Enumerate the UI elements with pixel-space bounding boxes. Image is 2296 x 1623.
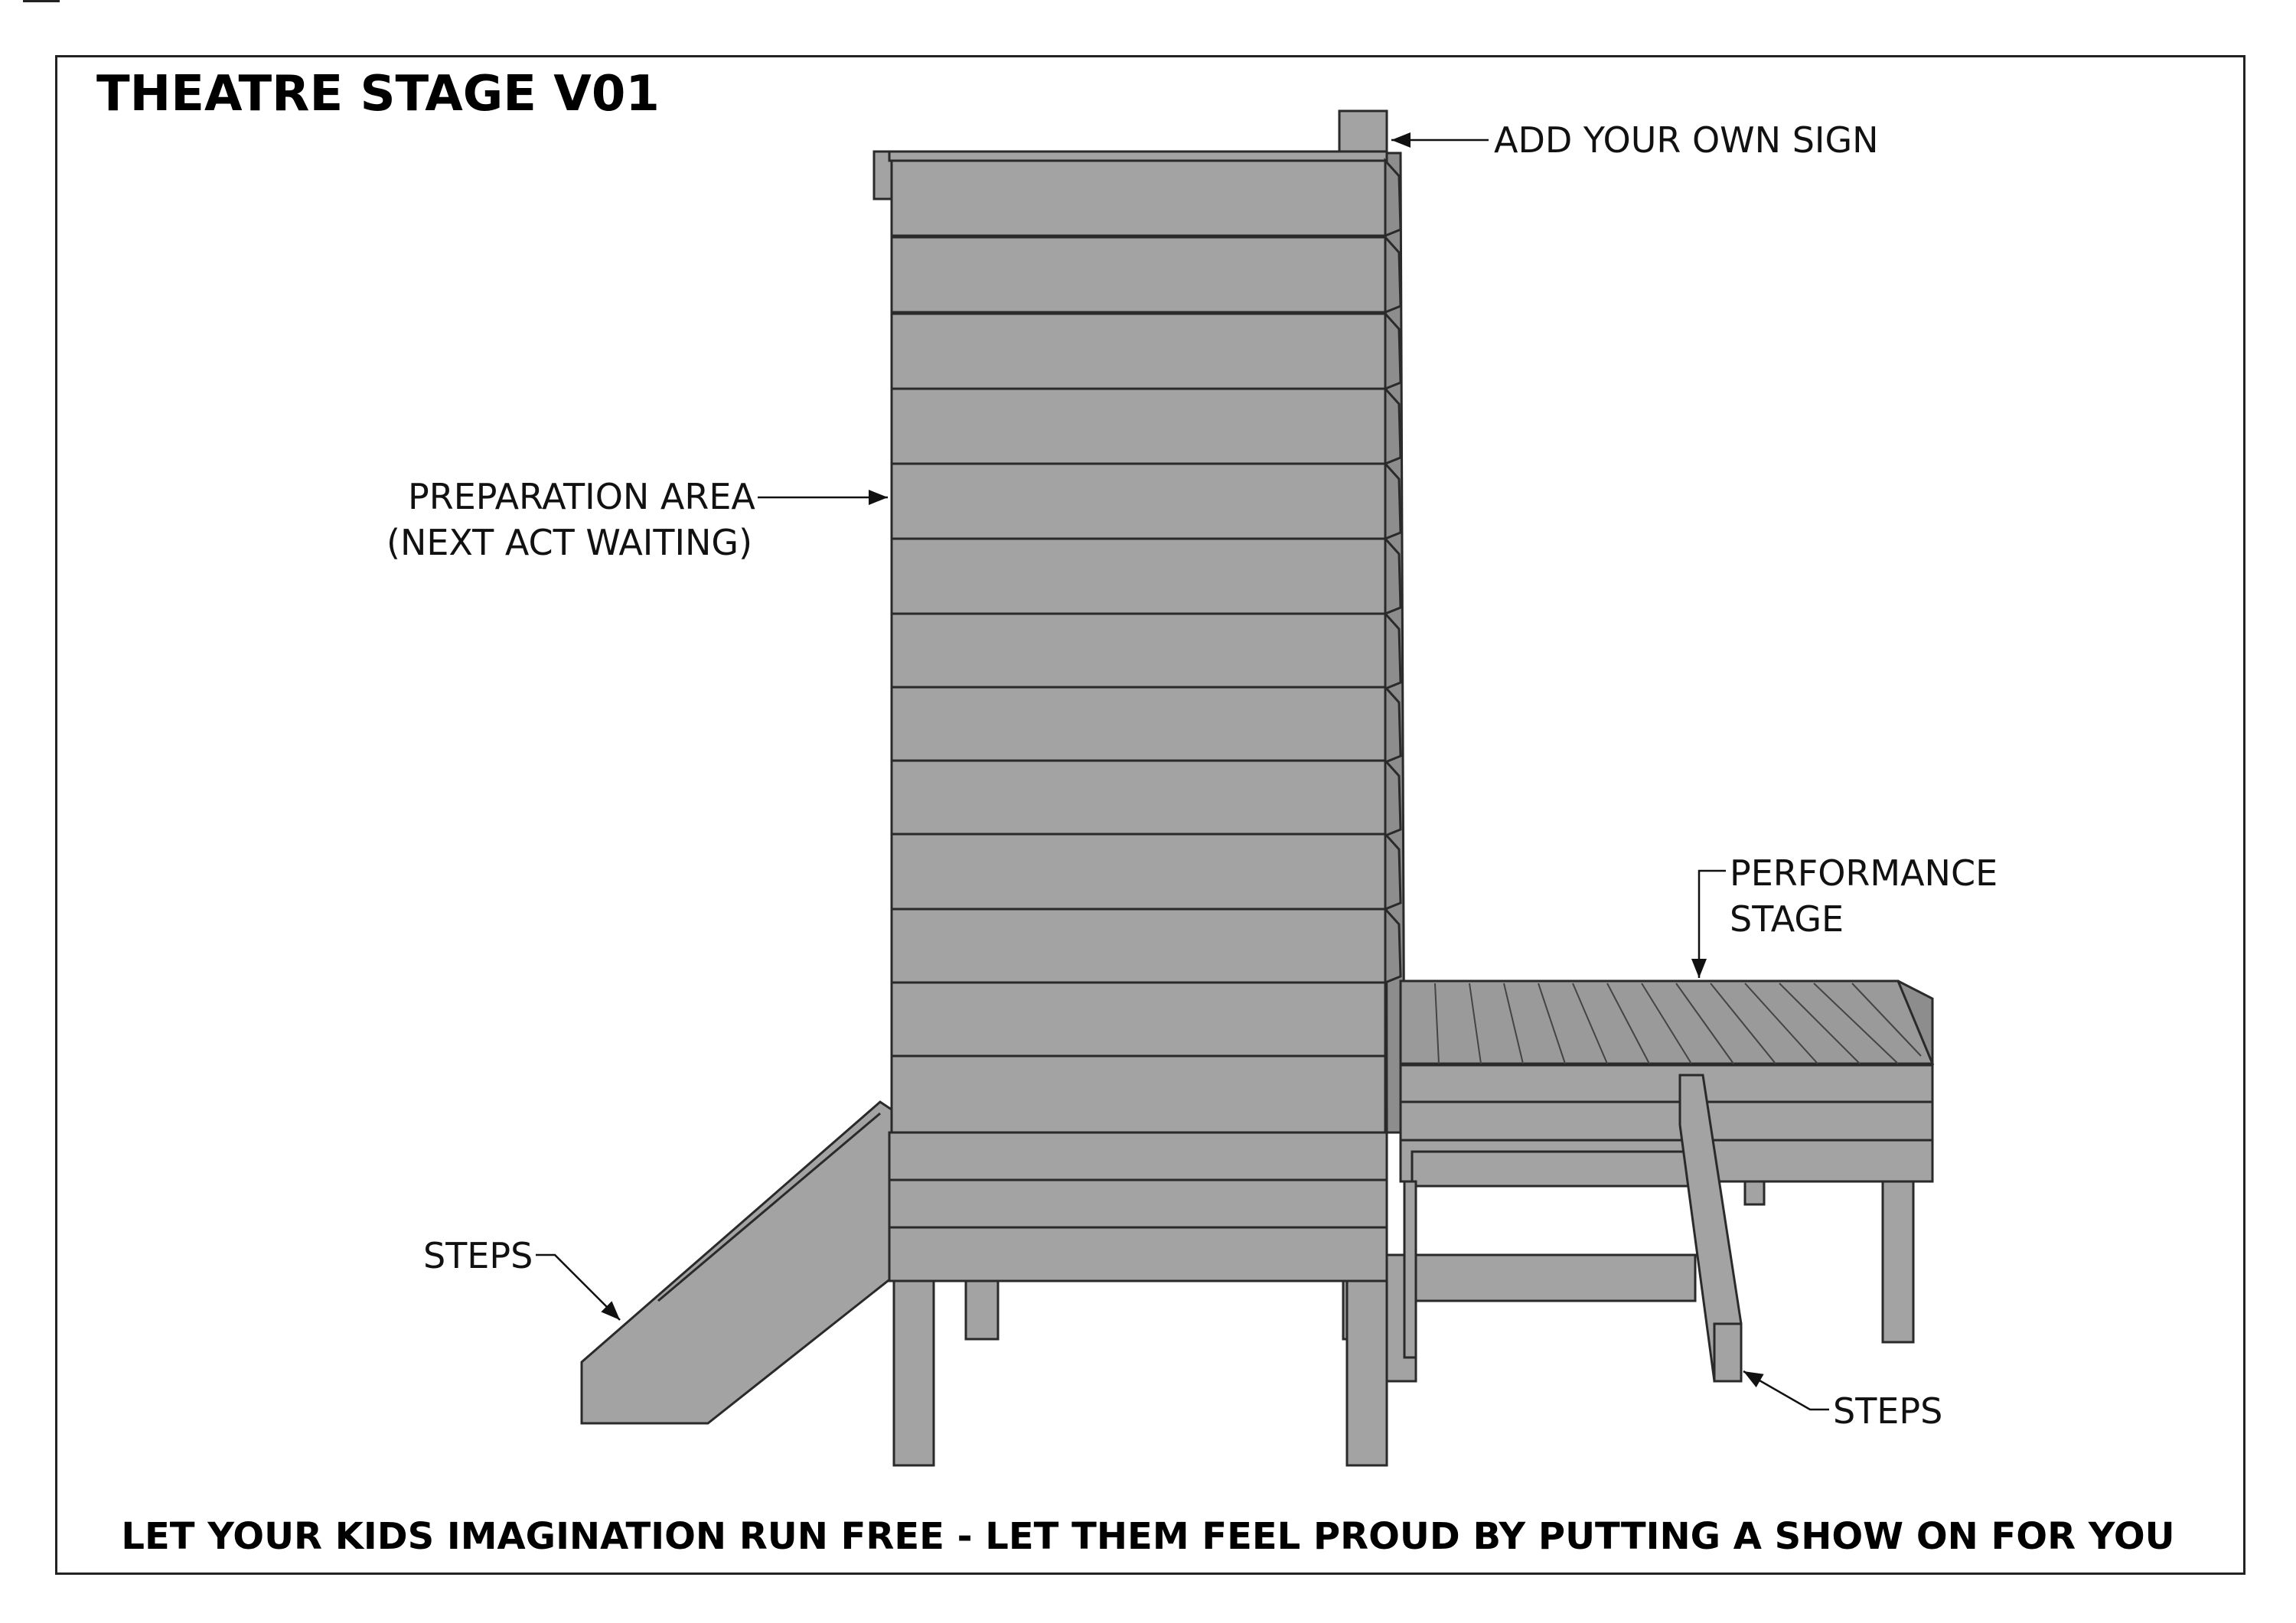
steps-left-label: STEPS	[423, 1235, 533, 1276]
stage-leg-mid	[1743, 1180, 1766, 1206]
prep-area-label-line1: PREPARATION AREA	[408, 476, 755, 517]
steps-right-leader	[1743, 1370, 1829, 1411]
footer-tagline: LET YOUR KIDS IMAGINATION RUN FREE - LET…	[121, 1515, 2175, 1558]
perf-leader	[1691, 869, 1726, 978]
stage-leg-back	[1881, 1180, 1915, 1344]
stage-rung-upper	[1411, 1150, 1697, 1188]
drawing-frame	[55, 55, 2245, 1575]
stage-fascia-top	[1399, 1064, 1934, 1103]
sign-label: ADD YOUR OWN SIGN	[1494, 119, 1879, 161]
prep-area-label-line2: (NEXT ACT WAITING)	[386, 522, 753, 563]
steps-right-label: STEPS	[1833, 1390, 1943, 1432]
tower-top-rail	[888, 150, 1388, 162]
corner-mark	[23, 0, 60, 2]
tower-base-rail-3	[888, 1226, 1388, 1282]
left-steps-stringer	[580, 1100, 893, 1425]
stage-fascia-mid	[1399, 1100, 1934, 1142]
preparation-area-walls	[890, 159, 1387, 1134]
performance-stage-label-line2: STAGE	[1730, 898, 1844, 940]
tower-base-rail-1	[888, 1131, 1388, 1181]
page-title: THEATRE STAGE V01	[96, 66, 660, 122]
performance-stage-label-line1: PERFORMANCE	[1730, 852, 1998, 894]
stage-rung-lower	[1411, 1253, 1697, 1302]
steps-left-leader	[536, 1253, 621, 1321]
tower-leg-left	[892, 1269, 935, 1467]
tower-leg-right	[1345, 1269, 1388, 1467]
stage-under-post	[1403, 1180, 1417, 1359]
tower-base-rail-2	[888, 1178, 1388, 1229]
sign-post	[1338, 109, 1388, 158]
